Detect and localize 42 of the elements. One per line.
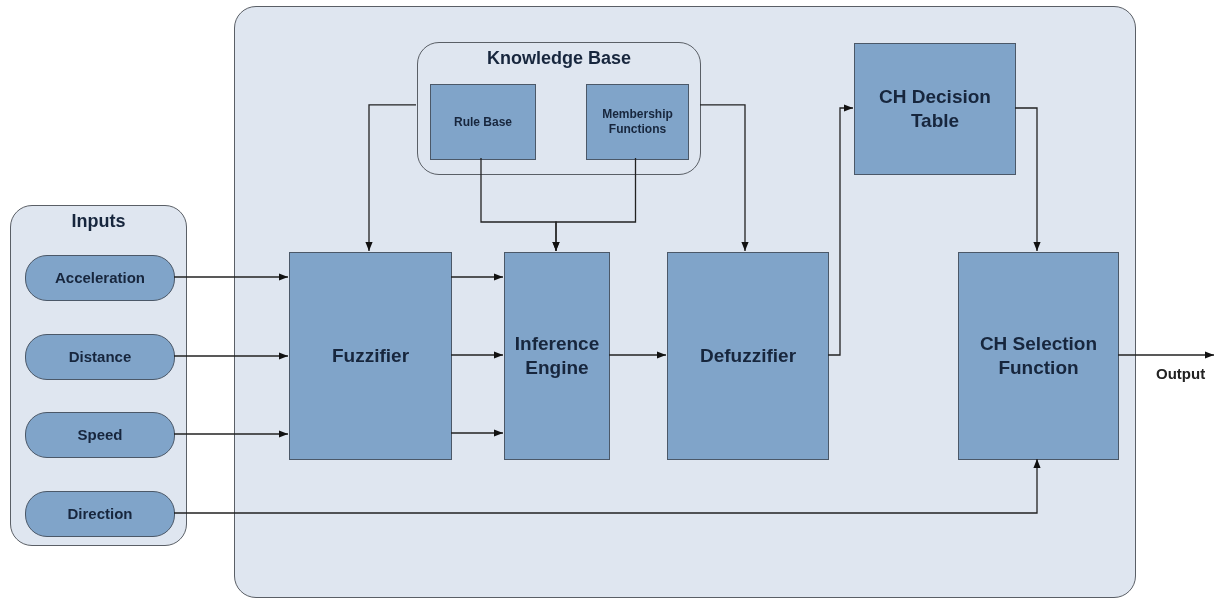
- process-box: [667, 252, 829, 460]
- process-box: [854, 43, 1016, 175]
- input-pill: [25, 412, 175, 458]
- arrow: [1117, 351, 1215, 359]
- edge-label: Output: [1156, 365, 1206, 382]
- node-label: Distance: [68, 347, 132, 367]
- input-pill: [25, 255, 175, 301]
- input-pill: [25, 491, 175, 537]
- arrow: [450, 429, 504, 437]
- arrow: [173, 458, 1041, 514]
- inputs-group: [10, 205, 187, 546]
- node-label: CH Decision Table: [878, 85, 992, 133]
- process-box: [586, 84, 689, 160]
- node-label: Speed: [77, 425, 123, 445]
- node-label: Fuzzifier: [331, 344, 410, 368]
- arrow: [450, 351, 504, 359]
- input-pill: [25, 334, 175, 380]
- node-label: Inference Engine: [513, 332, 601, 380]
- arrow: [699, 104, 749, 252]
- process-box: [958, 252, 1119, 460]
- node-label: Rule Base: [454, 114, 512, 130]
- arrow: [552, 157, 637, 252]
- node-label: Membership Functions: [601, 107, 674, 137]
- node-label: CH Selection Function: [978, 332, 1099, 380]
- node-label: Acceleration: [54, 268, 145, 288]
- arrow: [608, 351, 667, 359]
- node-label: Defuzzifier: [699, 344, 797, 368]
- knowledge-base-group: [417, 42, 701, 175]
- process-box: [504, 252, 610, 460]
- node-label: Direction: [67, 504, 133, 524]
- node-label: Knowledge Base: [485, 47, 632, 70]
- process-box: [430, 84, 536, 160]
- system-panel: [234, 6, 1136, 598]
- arrow: [173, 273, 289, 281]
- arrow: [1014, 107, 1041, 252]
- arrow: [450, 273, 504, 281]
- arrow: [173, 430, 289, 438]
- arrow: [827, 104, 854, 356]
- process-box: [289, 252, 452, 460]
- arrow: [365, 104, 417, 252]
- arrow: [173, 352, 289, 360]
- node-label: Inputs: [70, 210, 127, 233]
